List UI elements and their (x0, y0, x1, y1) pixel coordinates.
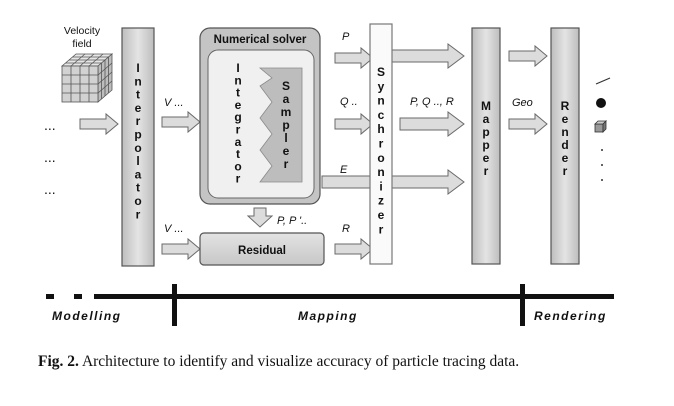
sphere-glyph-icon (596, 98, 606, 108)
v-bottom-label: V ... (164, 223, 184, 235)
timeline-rendering: Rendering (534, 309, 607, 323)
arrow-p-to-synchronizer (334, 47, 374, 69)
arrow-v-to-solver (161, 111, 201, 133)
q-label: Q .. (340, 96, 358, 108)
v-top-label: V ... (164, 97, 184, 109)
e-label: E (340, 164, 348, 176)
residual-box (199, 232, 325, 266)
timeline-mapping: Mapping (298, 309, 358, 323)
pqr-label: P, Q .., R (410, 96, 454, 108)
input-ellipsis-1: ... (44, 117, 56, 133)
figure-caption: Fig. 2. Architecture to identify and vis… (38, 351, 658, 372)
pipeline-timeline (46, 284, 614, 326)
output-ellipsis-icon (601, 149, 603, 181)
p-label: P (342, 31, 350, 43)
arrow-geo-to-render (508, 113, 548, 135)
synchronizer-box (369, 23, 393, 265)
interpolator-box (121, 27, 155, 267)
line-glyph-icon (595, 77, 611, 85)
arrow-p-to-mapper (391, 43, 465, 69)
arrow-e-to-mapper (321, 169, 465, 195)
velocity-field-label-1: Velocity (64, 25, 101, 37)
arrow-r-to-synchronizer (334, 238, 374, 260)
numerical-solver-title: Numerical solver (214, 34, 307, 46)
arrow-to-interpolator (79, 113, 119, 135)
arrow-solver-to-residual (246, 207, 274, 228)
caption-text: Architecture to identify and visualize a… (81, 353, 520, 370)
residual-label: Residual (238, 245, 286, 257)
geo-label: Geo (512, 97, 533, 109)
velocity-field-label-2: field (72, 38, 91, 50)
arrow-q-to-synchronizer (334, 113, 374, 135)
p-pprime-label: P, P '.. (277, 215, 307, 227)
arrow-v-to-residual (161, 238, 201, 260)
input-ellipsis-3: ... (44, 181, 56, 197)
cube-glyph-icon (594, 120, 607, 133)
sampler-shape (258, 67, 303, 183)
input-ellipsis-2: ... (44, 149, 56, 165)
arrow-mapper-to-render (508, 45, 548, 67)
r-label: R (342, 223, 350, 235)
arrow-pqr-to-mapper (399, 111, 465, 137)
timeline-modelling: Modelling (52, 309, 122, 323)
velocity-field-cube-icon (60, 53, 114, 103)
mapper-box (471, 27, 501, 265)
figure-number: Fig. 2. (38, 353, 79, 370)
render-box (550, 27, 580, 265)
